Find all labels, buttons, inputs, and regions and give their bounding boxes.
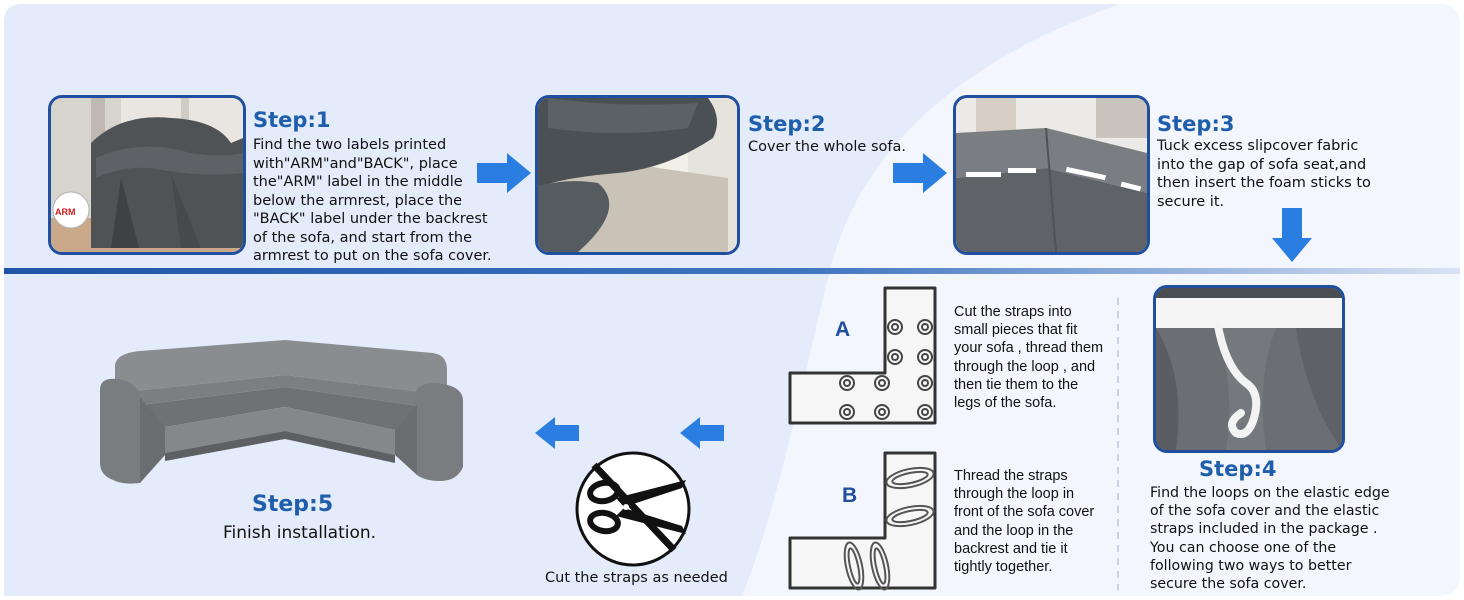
step3-photo [953,95,1150,255]
sofa-illustration [100,340,463,484]
arrow-right-icon [477,153,531,193]
option-b-text: Thread the straps through the loop in fr… [954,468,1095,576]
step4-text: Find the loops on the elastic edge of th… [1150,485,1390,593]
arrow-right-icon [893,153,947,193]
step5-text: Finish installation. [223,523,377,543]
step2-title: Step:2 [748,112,826,136]
step1-photo: ARM [48,95,246,255]
step2-text: Cover the whole sofa. [748,139,906,155]
option-a-text: Cut the straps into small pieces that fi… [954,304,1104,412]
section-divider [4,268,1460,274]
option-b-diagram [788,451,937,591]
option-a-diagram [788,286,937,425]
step2-photo [535,95,740,255]
step4-photo [1153,285,1345,453]
step1-title: Step:1 [253,108,331,132]
knot-icon [839,319,933,420]
arrow-down-icon [1272,208,1312,262]
step3-title: Step:3 [1157,112,1235,136]
scissors-caption: Cut the straps as needed [545,570,728,586]
loop-icon [843,466,935,591]
arrow-left-icon [535,417,579,449]
option-a-letter: A [835,318,851,341]
no-scissors-icon [575,451,691,567]
step4-title: Step:4 [1199,457,1277,481]
option-b-letter: B [842,484,858,507]
arrow-left-icon [680,417,724,449]
arm-tag-label: ARM [55,207,76,217]
step3-text: Tuck excess slipcover fabric into the ga… [1157,138,1371,210]
step1-text: Find the two labels printed with"ARM"and… [253,137,492,264]
step5-title: Step:5 [252,492,334,517]
